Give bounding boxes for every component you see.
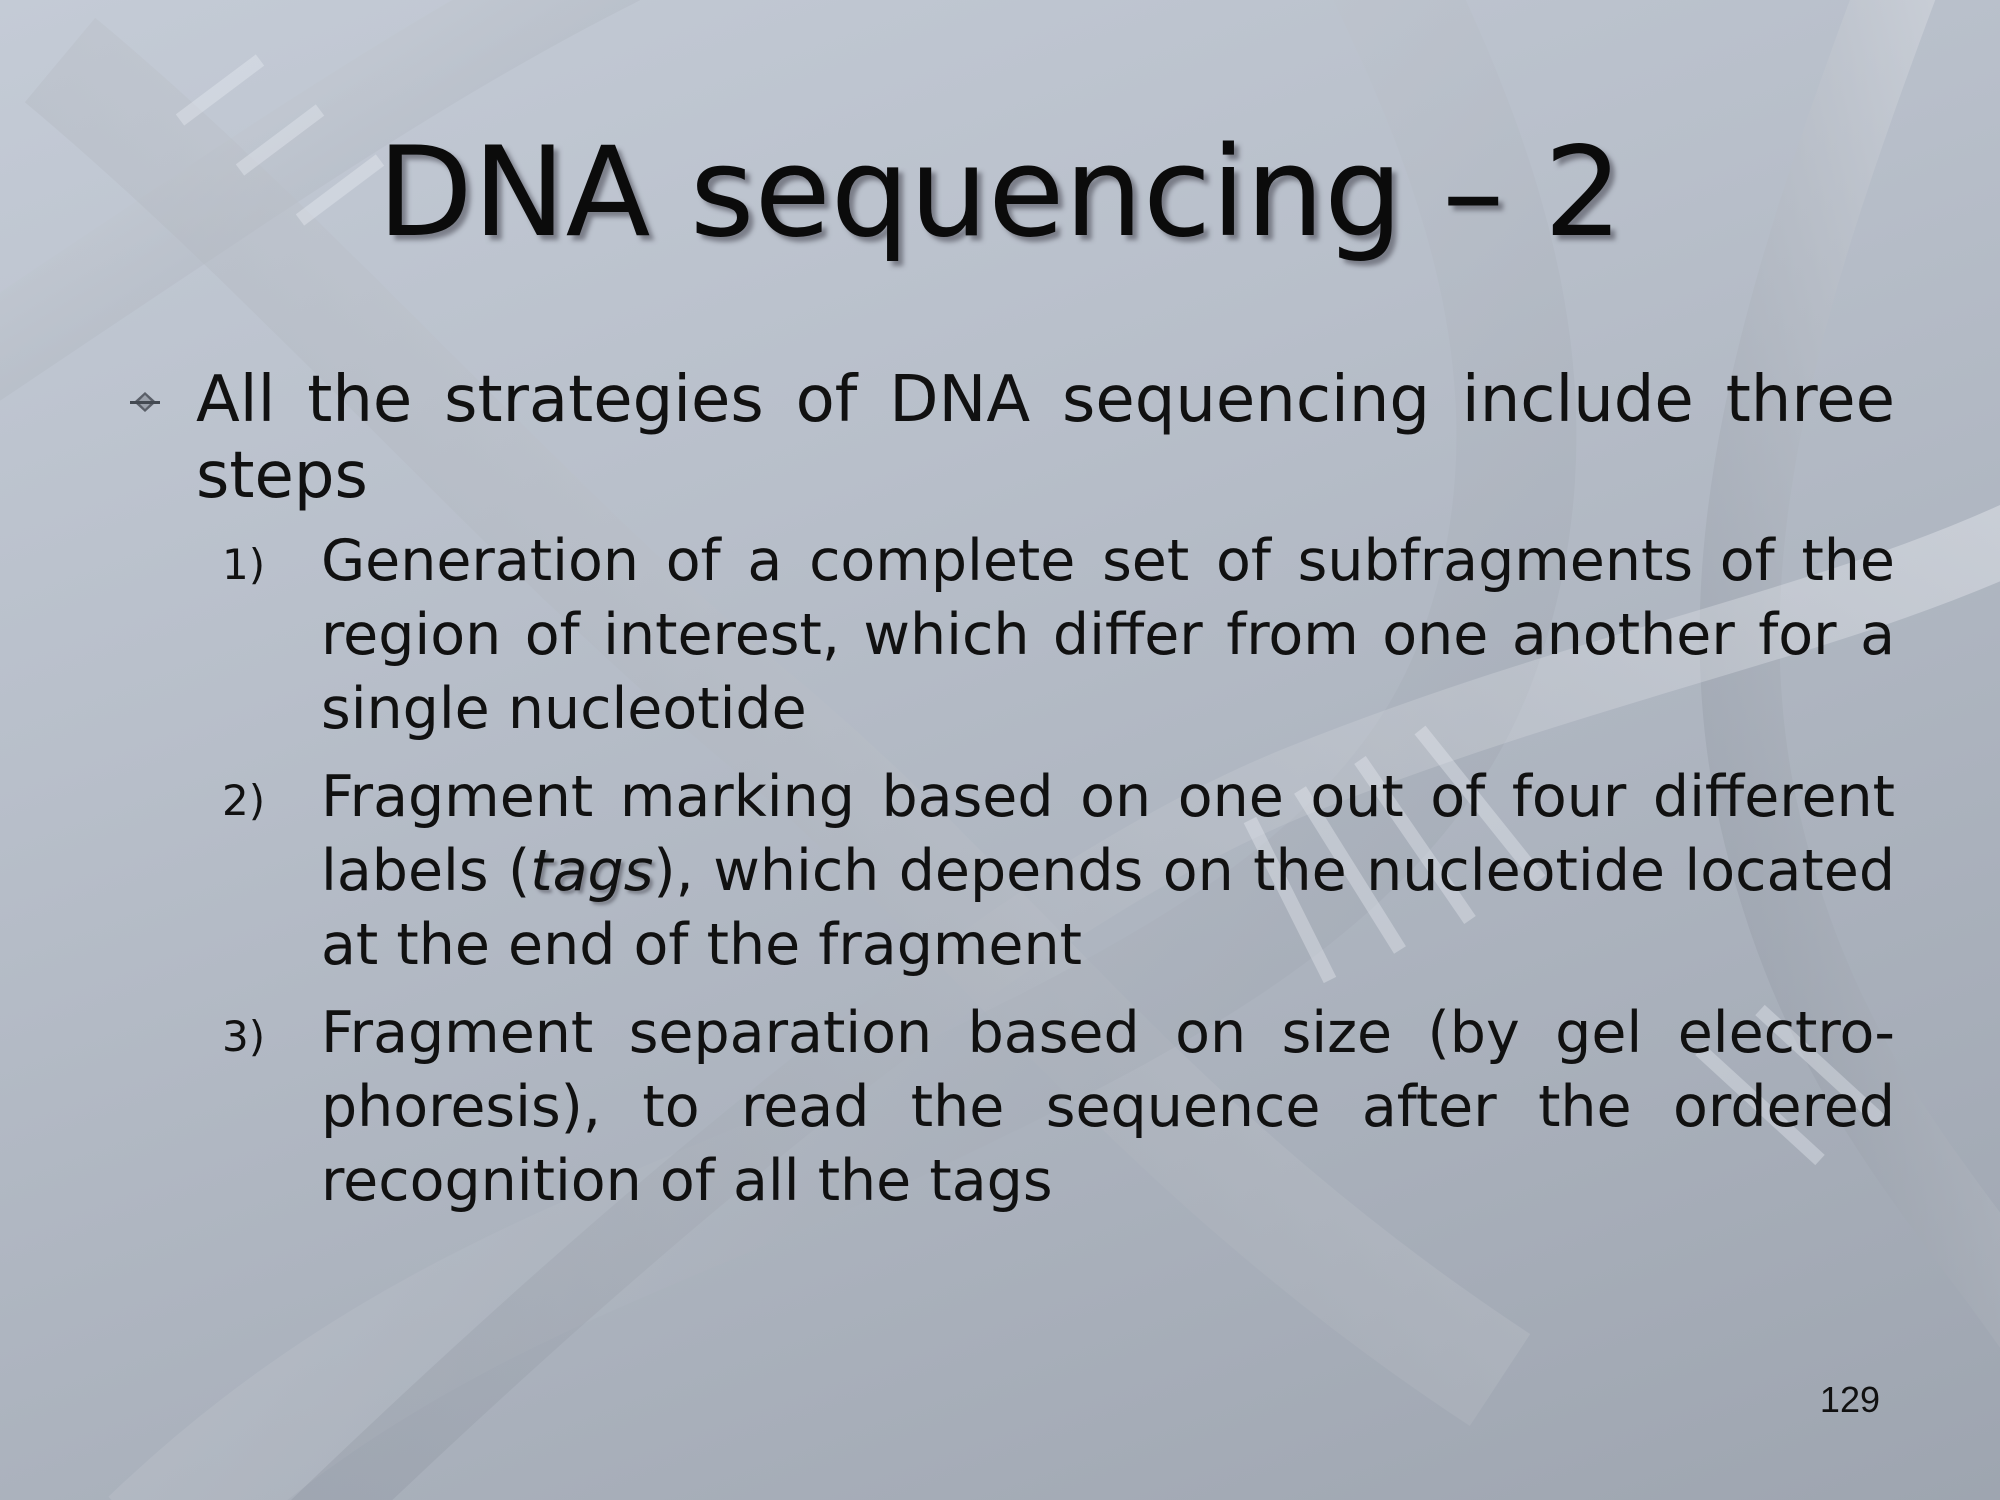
step-text: Fragment marking based on one out of fou… xyxy=(321,764,1895,978)
list-item: 2) Fragment marking based on one out of … xyxy=(130,760,1895,982)
step-text: Generation of a complete set of subfragm… xyxy=(321,528,1895,742)
step-number: 2) xyxy=(222,776,266,825)
step-text-before: Fragment marking based on one out of fou… xyxy=(321,764,1895,904)
step-number: 3) xyxy=(222,1012,266,1061)
main-bullet-text: All the strategies of DNA sequencing inc… xyxy=(196,363,1895,513)
list-item: 1) Generation of a complete set of subfr… xyxy=(130,524,1895,746)
step-number: 1) xyxy=(222,540,266,589)
step-text-after: ), which depends on the nucle­otide loca… xyxy=(321,838,1896,978)
step-text: Fragment separation based on size (by ge… xyxy=(321,1000,1895,1214)
steps-list: 1) Generation of a complete set of subfr… xyxy=(130,524,1895,1218)
slide-body: All the strategies of DNA sequencing inc… xyxy=(130,362,1895,1232)
tags-emphasis: tags xyxy=(530,838,654,904)
slide-title: DNA sequencing – 2 xyxy=(377,121,1623,265)
diamond-bullet-icon xyxy=(130,392,160,412)
list-item: 3) Fragment separation based on size (by… xyxy=(130,996,1895,1218)
main-bullet: All the strategies of DNA sequencing inc… xyxy=(130,362,1895,514)
page-number: 129 xyxy=(1819,1379,1880,1420)
